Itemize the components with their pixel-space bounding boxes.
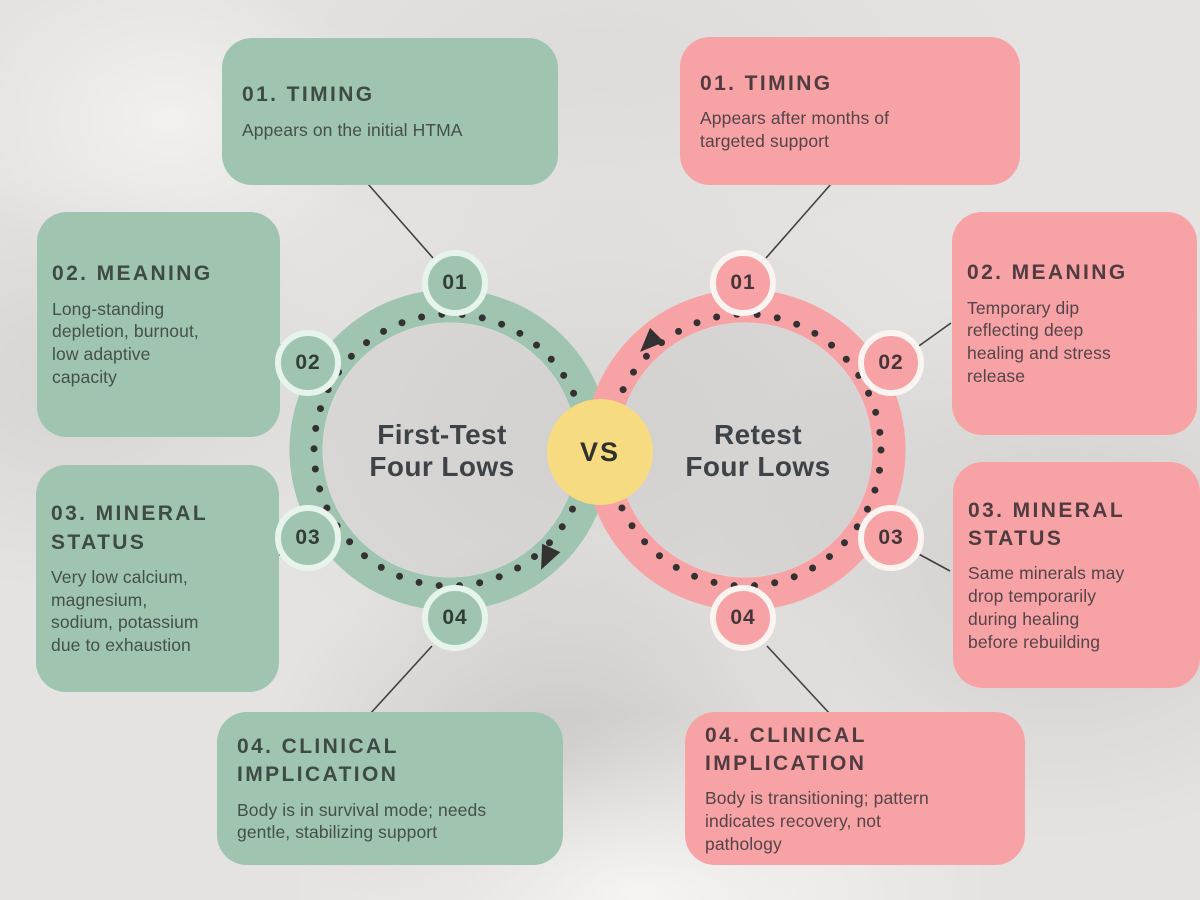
step-marker-left-02: 02 bbox=[275, 330, 341, 396]
card-body: Same minerals may drop temporarily durin… bbox=[968, 563, 1125, 652]
step-number: 03 bbox=[295, 526, 321, 549]
card-right-02-meaning: 02. MEANING Temporary dip reflecting dee… bbox=[952, 212, 1197, 435]
card-right-01-timing: 01. TIMING Appears after months of targe… bbox=[680, 37, 1020, 185]
card-body: Temporary dip reflecting deep healing an… bbox=[967, 297, 1111, 386]
card-body: Body is in survival mode; needs gentle, … bbox=[237, 799, 487, 843]
connector-line bbox=[369, 645, 433, 715]
card-heading: 01. TIMING bbox=[242, 83, 375, 107]
step-marker-right-03: 03 bbox=[858, 505, 924, 571]
step-marker-left-04: 04 bbox=[422, 585, 488, 651]
step-marker-left-03: 03 bbox=[275, 505, 341, 571]
connector-line bbox=[766, 645, 831, 715]
right-circle-title: Retest Four Lows bbox=[608, 419, 908, 484]
step-number: 02 bbox=[878, 351, 904, 374]
connector-line bbox=[367, 183, 434, 259]
step-marker-right-04: 04 bbox=[710, 585, 776, 651]
right-cycle-arrow-icon bbox=[640, 327, 665, 352]
card-left-04-clinical-implication: 04. CLINICAL IMPLICATION Body is in surv… bbox=[217, 712, 563, 865]
right-circle-inner bbox=[618, 323, 872, 577]
card-right-04-clinical-implication: 04. CLINICAL IMPLICATION Body is transit… bbox=[685, 712, 1025, 865]
connector-line bbox=[914, 551, 951, 572]
left-cycle-arrow-icon bbox=[541, 543, 561, 570]
card-heading: 02. MEANING bbox=[967, 261, 1128, 285]
step-marker-right-02: 02 bbox=[858, 330, 924, 396]
card-heading: 02. MEANING bbox=[52, 262, 213, 286]
card-body: Appears after months of targeted support bbox=[700, 107, 890, 151]
card-body: Very low calcium, magnesium, sodium, pot… bbox=[51, 566, 199, 656]
step-number: 03 bbox=[878, 526, 904, 549]
step-number: 01 bbox=[730, 271, 756, 294]
step-number: 02 bbox=[295, 351, 321, 374]
card-heading: 01. TIMING bbox=[700, 71, 833, 95]
card-left-03-mineral-status: 03. MINERAL STATUS Very low calcium, mag… bbox=[36, 465, 279, 692]
vs-badge: VS bbox=[547, 399, 653, 505]
step-marker-right-01: 01 bbox=[710, 250, 776, 316]
card-body: Long-standing depletion, burnout, low ad… bbox=[52, 298, 199, 387]
card-heading: 03. MINERAL STATUS bbox=[968, 498, 1125, 550]
card-body: Appears on the initial HTMA bbox=[242, 119, 463, 140]
left-circle-title: First-Test Four Lows bbox=[292, 419, 592, 484]
step-number: 04 bbox=[442, 606, 468, 629]
step-marker-left-01: 01 bbox=[422, 250, 488, 316]
step-number: 01 bbox=[442, 271, 468, 294]
title-line: Retest bbox=[714, 419, 802, 450]
left-circle-inner bbox=[323, 323, 577, 577]
title-line: First-Test bbox=[377, 419, 507, 450]
card-body: Body is transitioning; pattern indicates… bbox=[705, 788, 929, 854]
card-heading: 03. MINERAL STATUS bbox=[51, 502, 208, 554]
connector-line bbox=[765, 183, 832, 259]
card-left-01-timing: 01. TIMING Appears on the initial HTMA bbox=[222, 38, 558, 185]
card-heading: 04. CLINICAL IMPLICATION bbox=[237, 734, 399, 787]
connector-line bbox=[915, 322, 952, 349]
card-left-02-meaning: 02. MEANING Long-standing depletion, bur… bbox=[37, 212, 280, 437]
card-heading: 04. CLINICAL IMPLICATION bbox=[705, 723, 867, 775]
title-line: Four Lows bbox=[685, 451, 831, 483]
step-number: 04 bbox=[730, 606, 756, 629]
vs-label: VS bbox=[579, 436, 621, 467]
title-line: Four Lows bbox=[369, 451, 515, 483]
card-right-03-mineral-status: 03. MINERAL STATUS Same minerals may dro… bbox=[953, 462, 1200, 688]
